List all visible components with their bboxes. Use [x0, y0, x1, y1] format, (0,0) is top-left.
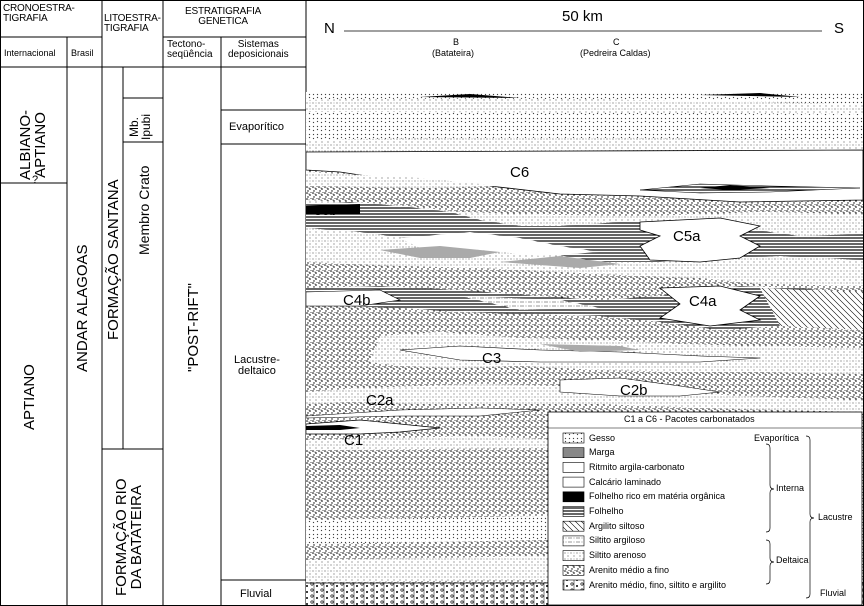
- legend-swatch-gesso: [562, 432, 585, 444]
- legend-group-fluvial: Fluvial: [820, 588, 847, 598]
- header-estrat: ESTRATIGRAFIA GENETICA: [185, 6, 262, 27]
- legend-swatch-arenito_misto: [562, 579, 585, 591]
- label-andar: ANDAR ALAGOAS: [74, 244, 91, 372]
- package-c4b: C4b: [343, 292, 371, 309]
- package-c5a: C5a: [673, 228, 701, 245]
- legend-group-interna: Interna: [776, 483, 805, 493]
- label-lacustre-deltaico: Lacustre- deltaico: [234, 354, 280, 377]
- legend-label-folhelho: Folhelho: [589, 506, 624, 516]
- header-crono-int: Internacional: [4, 48, 56, 58]
- label-post-rift: "POST-RIFT": [185, 283, 202, 372]
- label-mb-ipubi: Mb. Ipubi: [127, 113, 153, 140]
- legend-swatch-ritmito: [562, 462, 585, 473]
- north-label: N: [324, 20, 335, 37]
- label-evaporitico: Evaporítico: [229, 121, 285, 133]
- legend-label-marga: Marga: [589, 447, 615, 458]
- legend-label-gesso: Gesso: [589, 432, 616, 443]
- legend-swatch-argilito: [562, 520, 585, 532]
- legend-label-ritmito: Ritmito argila-carbonato: [589, 461, 685, 472]
- legend-swatch-folhelho_rico: [562, 491, 585, 503]
- header-lito: LITOESTRA- TIGRAFIA: [104, 13, 161, 34]
- legend-swatch-folhelho: [562, 506, 585, 517]
- south-label: S: [834, 20, 845, 37]
- legend-group-deltaica: Deltaica: [776, 555, 809, 565]
- package-c5b: C5b: [313, 203, 337, 218]
- legend-label-arenito: Arenito médio a fino: [589, 564, 670, 575]
- legend-group-lacustre: Lacustre: [818, 512, 853, 522]
- legend-group-evaporitica: Evaporítica: [754, 433, 800, 443]
- label-albiano: ALBIANO- APTIANO: [17, 109, 49, 180]
- legend-label-calcario: Calcário laminado: [589, 476, 662, 487]
- label-aptiano: APTIANO: [21, 364, 38, 430]
- legend-swatch-siltito_aren: [562, 550, 585, 561]
- package-c6: C6: [510, 164, 530, 181]
- label-formacao-rio: FORMAÇÃO RIO DA BATATEIRA: [113, 478, 145, 596]
- legend-label-argilito: Argilito siltoso: [589, 520, 645, 531]
- header-crono-br: Brasil: [71, 48, 94, 58]
- legend-label-folhelho_rico: Folhelho rico em matéria orgânica: [589, 491, 726, 502]
- legend-title: C1 a C6 - Pacotes carbonatados: [624, 414, 755, 424]
- point-b-name: (Batateira): [432, 48, 475, 58]
- package-c2a: C2a: [366, 392, 394, 409]
- point-b: B: [453, 37, 460, 47]
- cross-section: [305, 92, 864, 605]
- legend-label-siltito_aren: Siltito arenoso: [589, 550, 647, 561]
- label-question: ?: [32, 174, 39, 186]
- legend-swatch-siltito_arg: [562, 535, 585, 547]
- package-c4a: C4a: [689, 293, 717, 310]
- legend-swatch-calcario: [562, 476, 585, 488]
- label-formacao-santana: FORMAÇÃO SANTANA: [105, 179, 122, 340]
- header-tect: Tectono- seqüência: [167, 39, 213, 60]
- label-membro-crato: Membro Crato: [136, 165, 152, 255]
- package-c1: C1: [344, 432, 364, 449]
- package-c2b: C2b: [620, 382, 648, 399]
- legend-swatch-marga: [562, 447, 585, 459]
- package-c3: C3: [482, 350, 502, 367]
- point-c-name: (Pedreira Caldas): [580, 48, 651, 58]
- legend-swatch-arenito: [562, 564, 585, 576]
- label-fluvial: Fluvial: [240, 588, 272, 600]
- scale-label: 50 km: [562, 8, 603, 25]
- legend-label-arenito_misto: Arenito médio, fino, siltito e argilito: [589, 579, 727, 590]
- header-crono: CRONOESTRA- TIGRAFIA: [3, 3, 75, 24]
- header-sistemas: Sistemas deposicionais: [228, 39, 289, 60]
- point-c: C: [613, 37, 620, 47]
- legend-label-siltito_arg: Siltito argiloso: [589, 535, 646, 546]
